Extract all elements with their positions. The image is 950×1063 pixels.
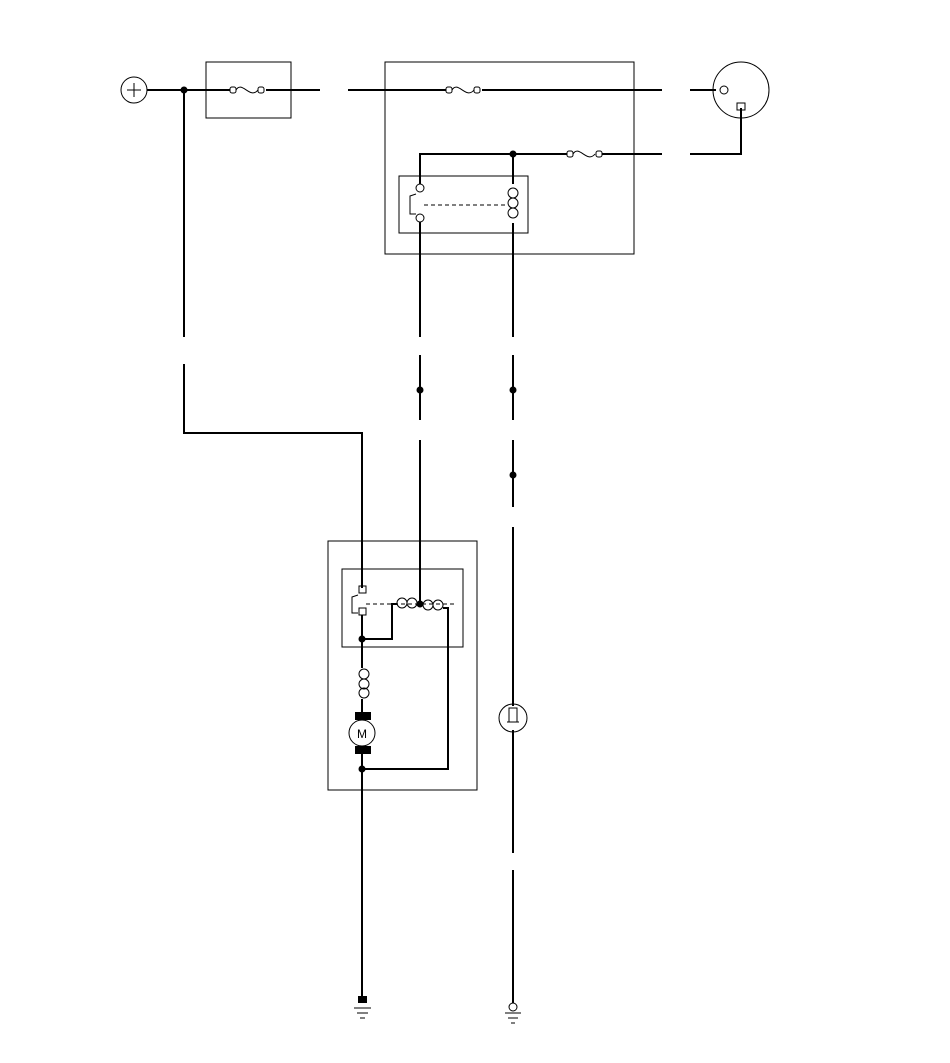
power-wire-left — [183, 90, 363, 588]
relay-coil — [507, 187, 519, 219]
relay-switch-contacts — [351, 585, 367, 616]
motor-label: M — [357, 727, 367, 741]
fuse-symbol — [566, 150, 603, 158]
junction-dot — [358, 765, 366, 773]
junction-dot — [509, 150, 517, 158]
motor-symbol: M — [348, 712, 376, 754]
relay-lower — [341, 568, 464, 648]
ground-symbol — [354, 996, 371, 1019]
battery-positive-terminal — [120, 76, 148, 104]
junction-dot — [509, 386, 517, 394]
motor-internal-wires — [361, 603, 449, 770]
motor-assembly-box — [327, 540, 478, 791]
relay-feed-wire — [419, 108, 742, 184]
diode-connector-symbol — [498, 703, 528, 733]
field-coil — [358, 668, 370, 712]
fuse-symbol — [445, 86, 481, 94]
junction-dot — [416, 386, 424, 394]
ground-symbol — [505, 1002, 521, 1024]
connector-circle — [712, 61, 770, 119]
under-hood-fuse-relay-box — [384, 61, 635, 255]
relay-upper — [398, 175, 529, 234]
junction-dot — [358, 635, 366, 643]
fuse-box-main — [205, 61, 292, 119]
relay-switch-contacts — [409, 183, 425, 223]
junction-dot — [509, 471, 517, 479]
junction-dot — [416, 600, 424, 608]
fuse-symbol — [229, 86, 265, 94]
